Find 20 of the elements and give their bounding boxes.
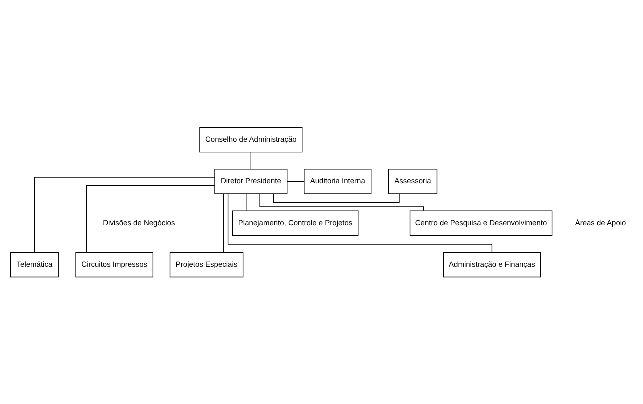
node-box: Assessoria — [388, 168, 438, 194]
label: Áreas de Apoio — [575, 218, 626, 227]
node-box: Centro de Pesquisa e Desenvolvimento — [410, 210, 553, 236]
label: Divisões de Negócios — [103, 218, 176, 227]
connector — [287, 180, 305, 182]
node-box: Diretor Presidente — [214, 168, 288, 194]
node-box: Auditoria Interna — [304, 168, 372, 194]
connector — [260, 193, 424, 211]
node-box: Conselho de Administração — [200, 126, 303, 152]
connector — [34, 176, 216, 252]
connector — [86, 184, 216, 252]
connector — [246, 193, 247, 211]
connector — [273, 193, 400, 203]
connector — [228, 193, 493, 252]
node-box: Circuitos Impressos — [76, 252, 154, 278]
connector — [250, 152, 252, 170]
node-box: Projetos Especiais — [170, 252, 244, 278]
node-box: Planejamento, Controle e Projetos — [232, 210, 359, 236]
node-box: Administração e Finanças — [443, 252, 542, 278]
node-box: Telemática — [10, 252, 59, 278]
